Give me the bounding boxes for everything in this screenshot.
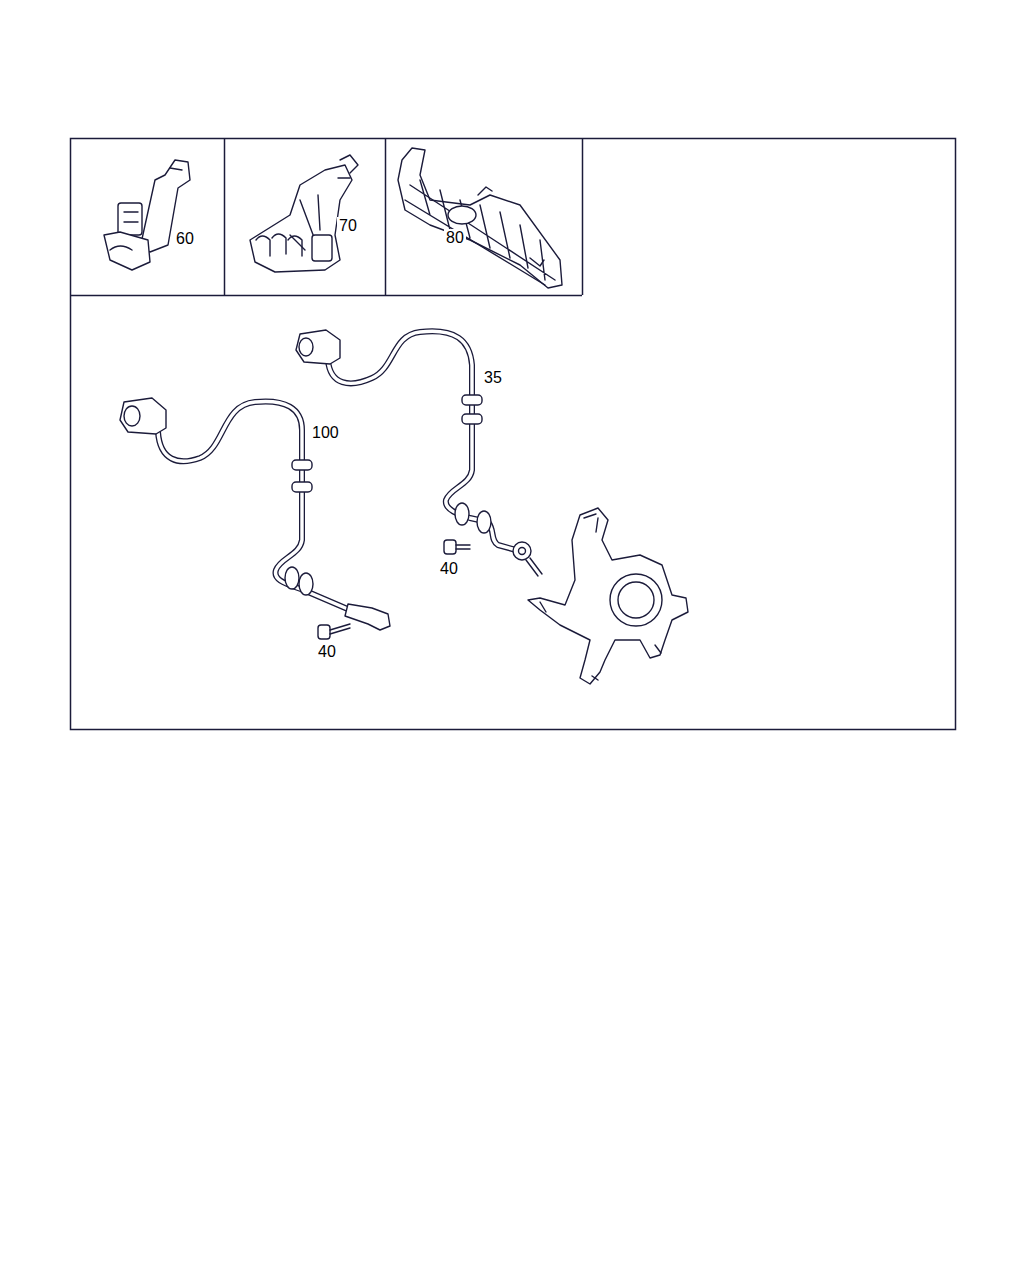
callout-number: 70: [337, 217, 359, 235]
bracket-70: [250, 155, 358, 272]
sensor-cable-35: [296, 330, 542, 576]
callout-number: 100: [310, 424, 341, 442]
sensor-cable-100: [120, 398, 390, 639]
bracket-60: [104, 160, 190, 270]
steering-knuckle: [528, 508, 688, 684]
callout-number: 60: [174, 230, 196, 248]
bracket-80: [398, 148, 562, 288]
callout-number: 40: [438, 560, 460, 578]
callout-number: 35: [482, 369, 504, 387]
callout-number: 40: [316, 643, 338, 661]
callout-number: 80: [444, 229, 466, 247]
